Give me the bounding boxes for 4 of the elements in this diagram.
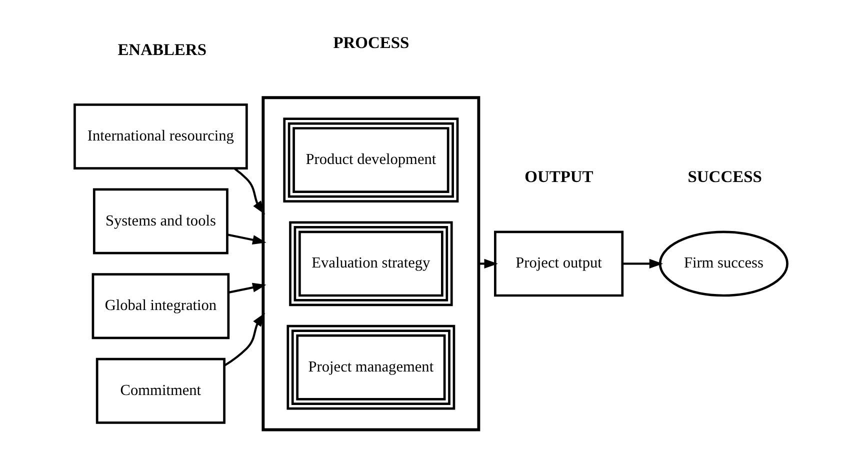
label: OUTPUT	[524, 167, 594, 186]
label: SUCCESS	[688, 167, 762, 186]
label: ENABLERS	[118, 40, 206, 59]
label: PROCESS	[333, 32, 410, 52]
